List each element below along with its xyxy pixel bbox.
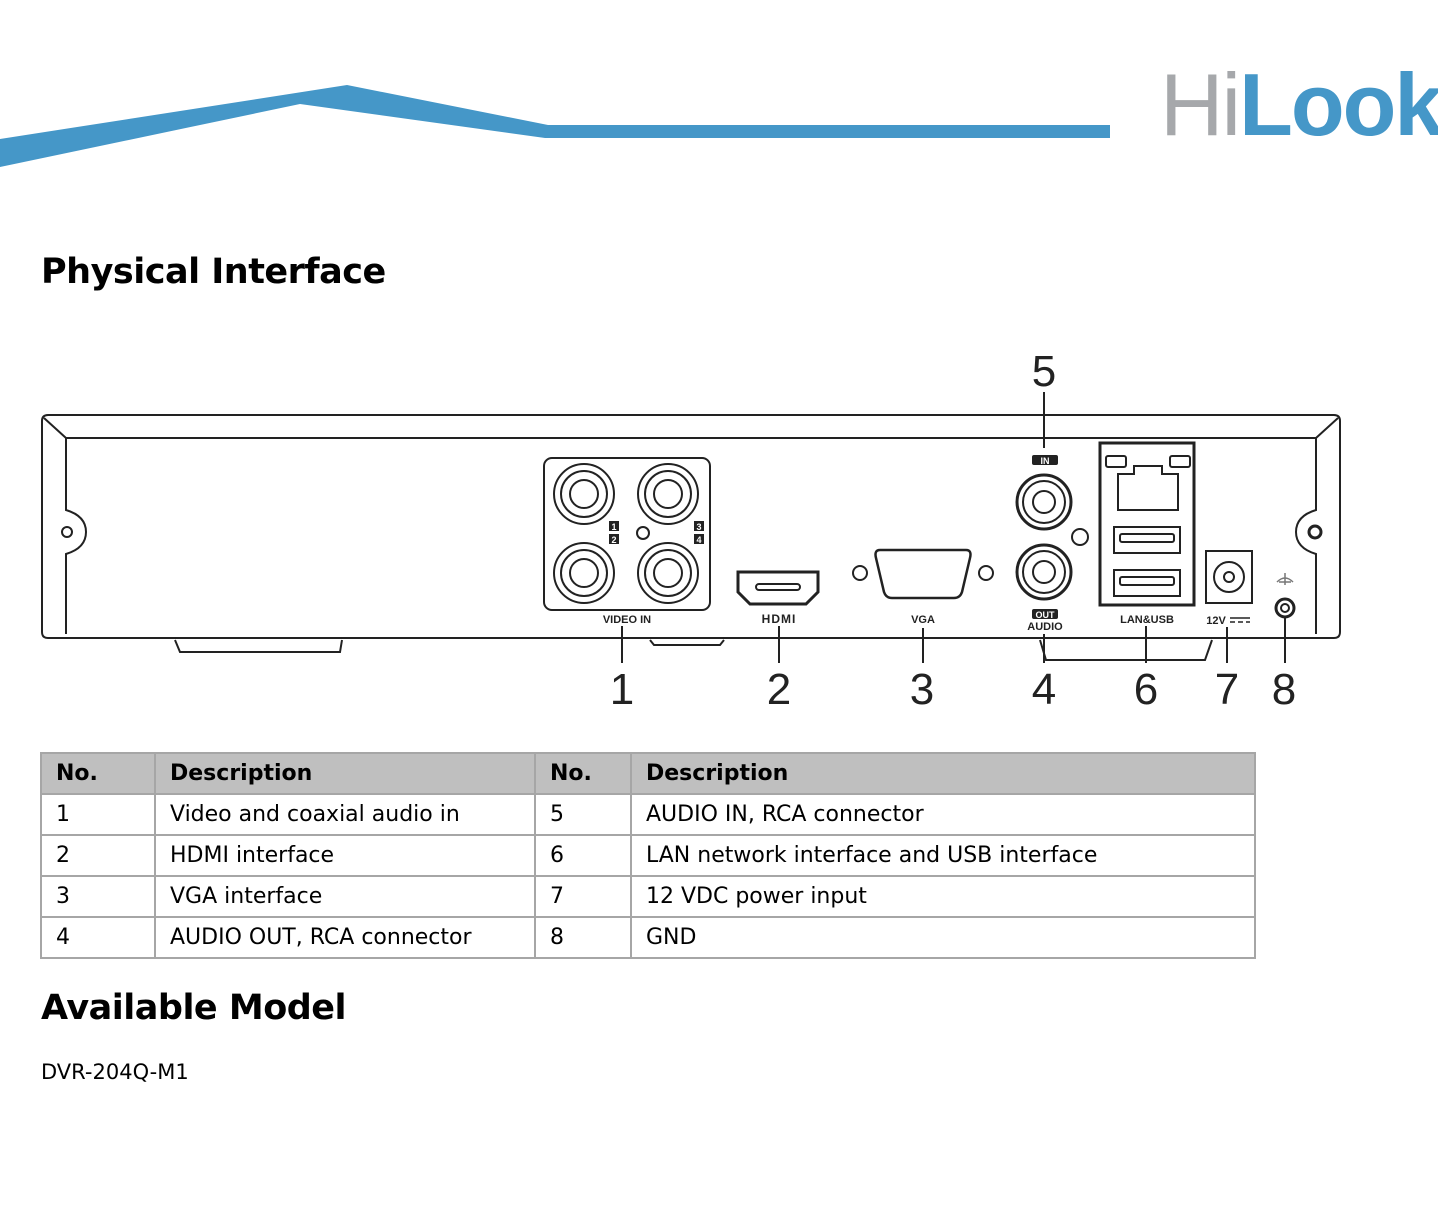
dc-symbol-icon xyxy=(1230,617,1250,623)
cell-no: 3 xyxy=(40,875,156,918)
table-row: 1 Video and coaxial audio in 5 AUDIO IN,… xyxy=(40,793,1256,836)
power-jack-housing xyxy=(1205,550,1253,604)
label-audio: AUDIO xyxy=(1027,621,1063,633)
label-hdmi: HDMI xyxy=(762,612,797,626)
right-screw-hole xyxy=(1307,524,1323,540)
bnc-connector-2 xyxy=(553,542,615,604)
model-number: DVR-204Q-M1 xyxy=(41,1060,189,1084)
bnc-connector-4 xyxy=(637,542,699,604)
vga-port xyxy=(874,548,972,600)
audio-out-rca xyxy=(1015,543,1073,601)
ground-symbol-icon xyxy=(1276,573,1294,585)
cell-no: 5 xyxy=(534,793,632,836)
cell-description: GND xyxy=(630,916,1256,959)
usb-port-2 xyxy=(1113,569,1181,597)
section-title-available-model: Available Model xyxy=(41,988,347,1028)
label-lan-usb: LAN&USB xyxy=(1120,614,1174,626)
badge-audio-out: OUT xyxy=(1036,610,1056,620)
header-description: Description xyxy=(154,752,536,795)
callout-5: 5 xyxy=(1032,347,1056,396)
gnd-terminal xyxy=(1274,597,1296,619)
cell-description: LAN network interface and USB interface xyxy=(630,834,1256,877)
header-banner-swoosh xyxy=(0,85,1110,167)
cell-no: 8 xyxy=(534,916,632,959)
cell-description: HDMI interface xyxy=(154,834,536,877)
cell-no: 4 xyxy=(40,916,156,959)
rear-panel-diagram: VIDEO IN HDMI VGA AUDIO LAN&USB 12V IN O… xyxy=(41,347,1341,714)
callout-1: 1 xyxy=(610,665,634,714)
cell-no: 2 xyxy=(40,834,156,877)
label-12v: 12V xyxy=(1206,615,1226,627)
cell-description: 12 VDC power input xyxy=(630,875,1256,918)
header-no: No. xyxy=(534,752,632,795)
cell-description: AUDIO OUT, RCA connector xyxy=(154,916,536,959)
banner-stripe xyxy=(0,85,1110,167)
cell-description: AUDIO IN, RCA connector xyxy=(630,793,1256,836)
rj45-port xyxy=(1117,465,1179,511)
lan-usb-block xyxy=(1098,441,1196,607)
audio-in-rca xyxy=(1015,473,1073,531)
left-screw-hole xyxy=(61,526,73,538)
label-video-in: VIDEO IN xyxy=(603,614,651,626)
cell-no: 6 xyxy=(534,834,632,877)
interface-table: No. Description No. Description 1 Video … xyxy=(40,752,1256,959)
bnc-connector-3 xyxy=(637,463,699,525)
cell-description: Video and coaxial audio in xyxy=(154,793,536,836)
table-header-row: No. Description No. Description xyxy=(40,752,1256,795)
cell-no: 7 xyxy=(534,875,632,918)
cell-description: VGA interface xyxy=(154,875,536,918)
bnc-badge-4: 4 xyxy=(696,535,701,545)
callout-7: 7 xyxy=(1215,665,1239,714)
hdmi-port xyxy=(736,570,820,606)
callout-6: 6 xyxy=(1134,665,1158,714)
bnc-badge-1: 1 xyxy=(611,522,616,532)
section-title-physical-interface: Physical Interface xyxy=(41,252,386,292)
bnc-connector-1 xyxy=(553,463,615,525)
callout-2: 2 xyxy=(767,665,791,714)
callout-3: 3 xyxy=(910,665,934,714)
header-description: Description xyxy=(630,752,1256,795)
bnc-badge-3: 3 xyxy=(696,522,701,532)
table-row: 4 AUDIO OUT, RCA connector 8 GND xyxy=(40,916,1256,959)
cell-no: 1 xyxy=(40,793,156,836)
table-row: 3 VGA interface 7 12 VDC power input xyxy=(40,875,1256,918)
chassis-outline xyxy=(41,414,1341,639)
label-vga: VGA xyxy=(911,614,935,626)
callout-4: 4 xyxy=(1032,665,1056,714)
badge-audio-in: IN xyxy=(1041,456,1050,466)
power-jack xyxy=(1213,561,1245,593)
header-no: No. xyxy=(40,752,156,795)
logo-text: HiLook xyxy=(1160,55,1438,154)
usb-port-1 xyxy=(1113,526,1181,554)
bnc-badge-2: 2 xyxy=(611,535,616,545)
table-row: 2 HDMI interface 6 LAN network interface… xyxy=(40,834,1256,877)
hilook-logo: HiLook xyxy=(1160,60,1438,150)
video-in-block xyxy=(543,457,711,611)
callout-8: 8 xyxy=(1272,665,1296,714)
